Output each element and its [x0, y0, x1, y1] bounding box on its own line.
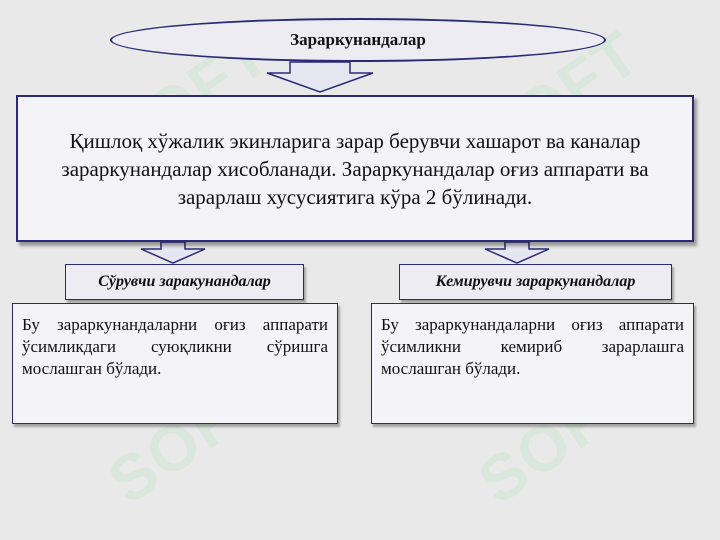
category-chewing-pests: Кемирувчи зараркунандалар	[399, 264, 672, 300]
category-description-text: Бу зараркунандаларни оғиз аппарати ўсимл…	[22, 315, 328, 378]
category-label: Кемирувчи зараркунандалар	[435, 273, 636, 290]
category-sucking-pests: Сўрувчи заракунандалар	[65, 264, 304, 300]
main-definition-box: Қишлоқ хўжалик экинларига зарар берувчи …	[16, 95, 694, 242]
category-label: Сўрувчи заракунандалар	[98, 273, 271, 290]
main-definition-text: Қишлоқ хўжалик экинларига зарар берувчи …	[61, 128, 649, 209]
arrow-down-icon	[266, 61, 374, 93]
diagram-title: Зараркунандалар	[290, 30, 426, 49]
arrow-down-icon	[140, 241, 206, 264]
title-node: Зараркунандалар	[110, 18, 606, 62]
category-sucking-description: Бу зараркунандаларни оғиз аппарати ўсимл…	[12, 303, 338, 424]
category-chewing-description: Бу зараркунандаларни оғиз аппарати ўсимл…	[371, 303, 694, 424]
category-description-text: Бу зараркунандаларни оғиз аппарати ўсимл…	[381, 315, 684, 378]
arrow-down-icon	[484, 241, 550, 264]
